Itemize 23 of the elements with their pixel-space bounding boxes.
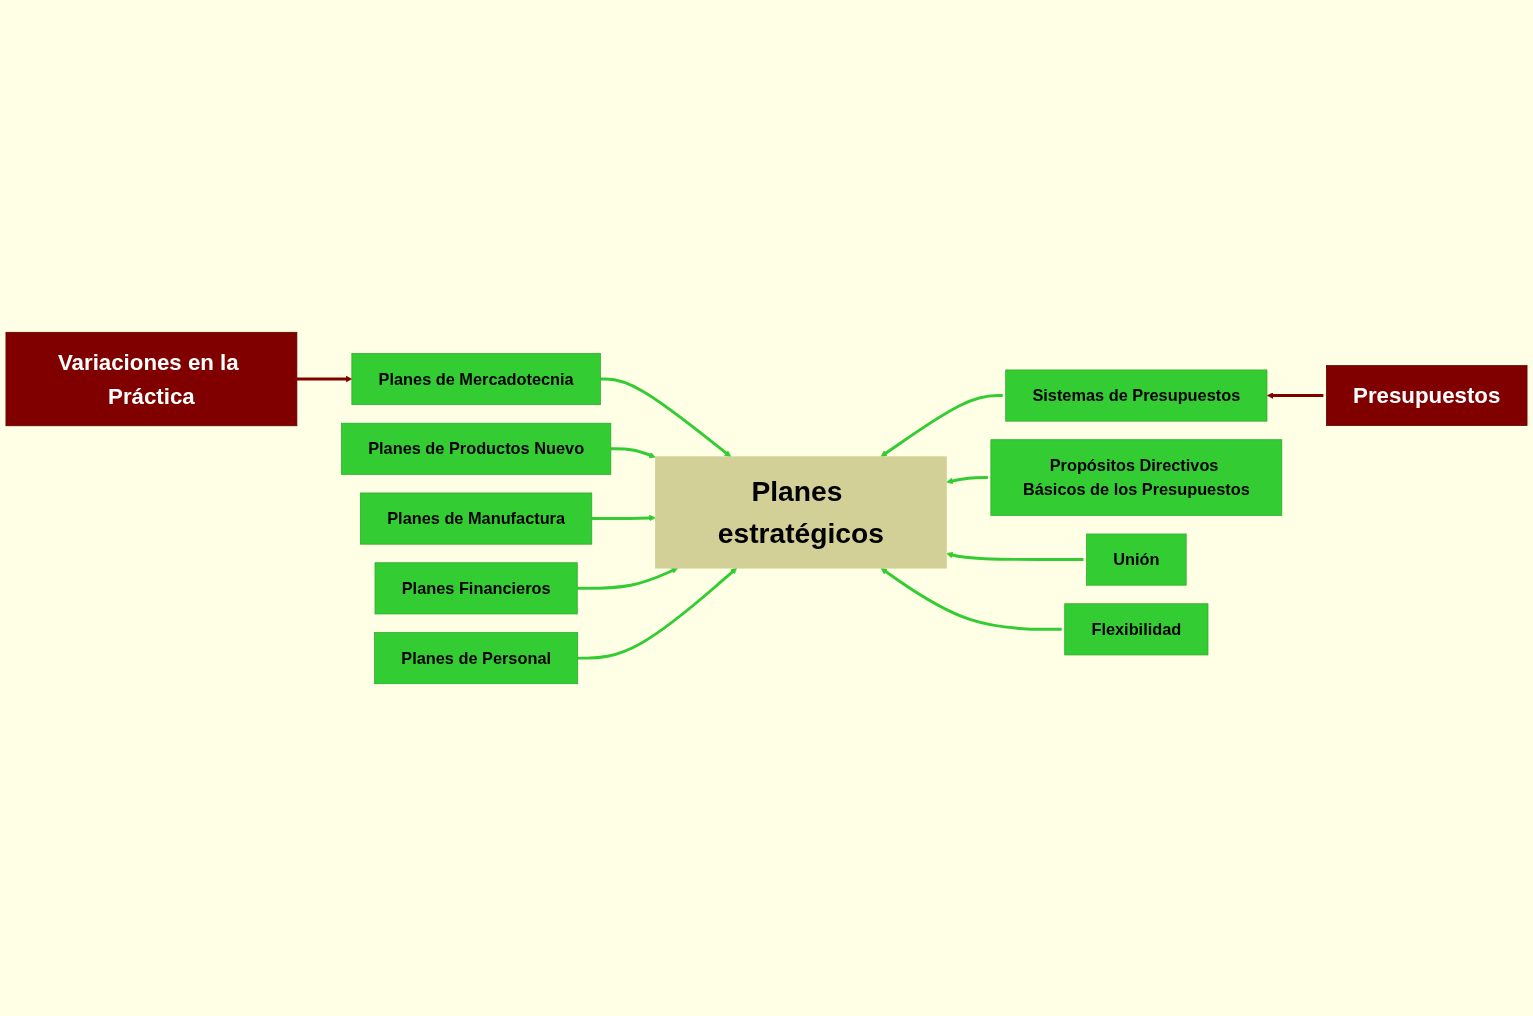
node-box: Propósitos Directivos Básicos de los Presupuestos — [990, 439, 1283, 516]
arrow — [577, 567, 738, 660]
arrow — [577, 567, 679, 590]
arrow — [946, 476, 988, 485]
arrow — [1267, 392, 1324, 399]
node-box: Planes estratégicos — [655, 456, 947, 569]
node-box: Planes de Mercadotecnia — [351, 353, 601, 405]
arrow — [591, 514, 656, 522]
node-box: Presupuestos — [1326, 365, 1528, 426]
arrow — [946, 551, 1084, 562]
node-box: Flexibilidad — [1064, 603, 1209, 656]
node-box: Planes de Personal — [374, 632, 579, 685]
arrow — [610, 447, 656, 459]
node-box: Planes de Manufactura — [360, 492, 593, 545]
arrow — [880, 394, 1003, 457]
node-box: Planes de Productos Nuevo — [341, 422, 612, 475]
node-box: Sistemas de Presupuestos — [1005, 369, 1268, 422]
node-box: Planes Financieros — [374, 562, 578, 615]
arrow — [296, 375, 353, 383]
node-box: Variaciones en la Práctica — [5, 331, 298, 427]
arrow — [600, 377, 732, 458]
arrow — [880, 568, 1062, 631]
node-box: Unión — [1086, 533, 1187, 586]
